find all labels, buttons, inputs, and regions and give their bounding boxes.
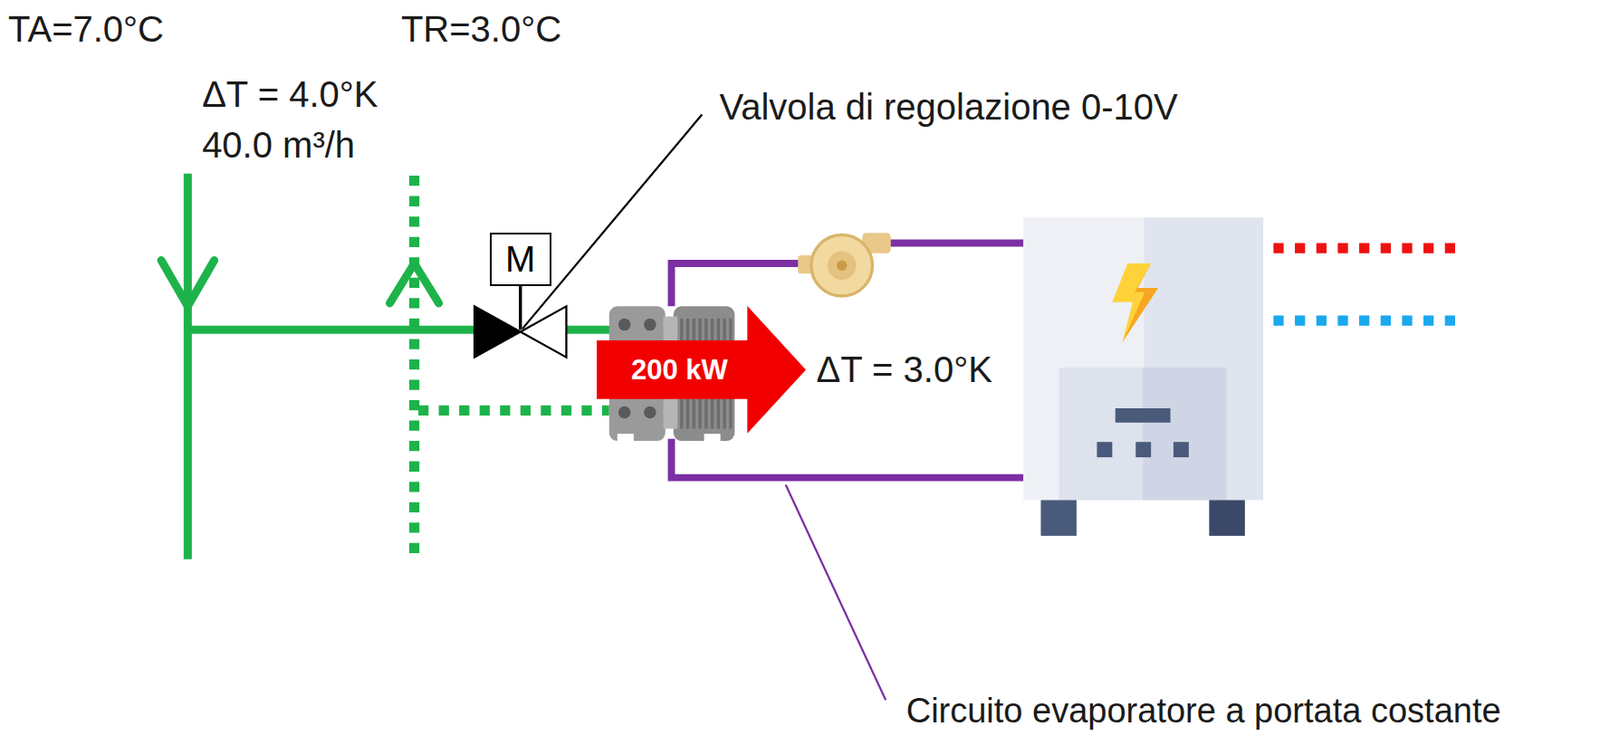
callout-label: Circuito evaporatore a portata costante [906,691,1502,732]
temperature-label: TR=3.0°C [401,8,562,50]
pump [797,232,892,297]
flow-arrow [389,263,439,304]
cold-line [1273,315,1461,326]
delta-t-label: ΔT = 3.0°K [816,348,993,391]
leader-line [785,485,886,701]
hot-line [1273,242,1461,253]
return-line [414,175,610,560]
heat-flow-arrow: 200 kW [596,306,806,434]
temperature-label: TA=7.0°C [8,8,164,50]
power-label: 200 kW [631,355,729,384]
control-valve [474,286,566,358]
supply-line [161,173,613,560]
chiller [1023,217,1264,537]
flow-label: 40.0 m³/h [201,124,355,166]
callout-label: Valvola di regolazione 0-10V [718,86,1178,128]
actuator-box: M [489,232,552,287]
actuator-letter: M [505,240,536,278]
delta-t-label: ΔT = 4.0°K [201,73,378,115]
leader-line [522,114,702,329]
